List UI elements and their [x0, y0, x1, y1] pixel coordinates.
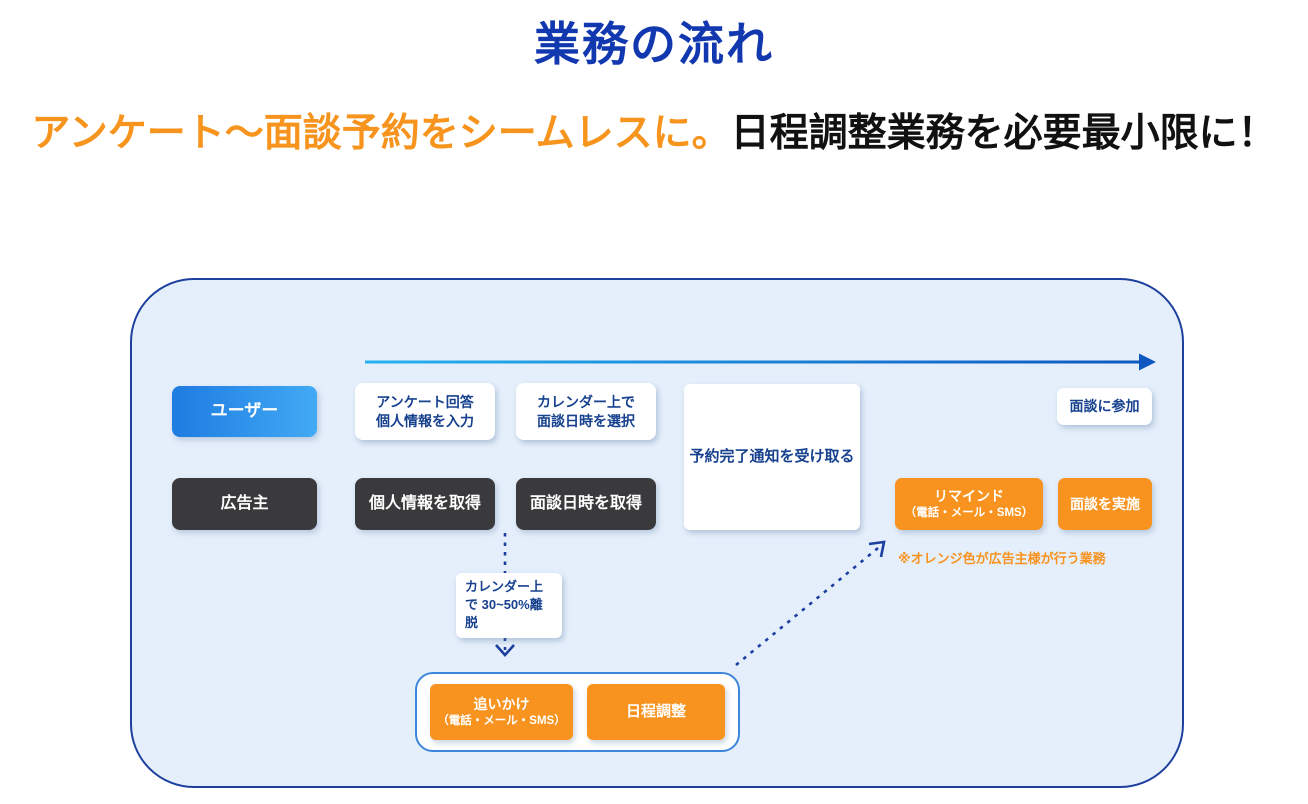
- step-remind: リマインド （電話・メール・SMS）: [895, 478, 1043, 530]
- lane-advertiser-label: 広告主: [220, 495, 269, 513]
- step-get-interview-time-label: 面談日時を取得: [529, 495, 642, 513]
- page-title: 業務の流れ: [534, 18, 774, 70]
- step-notification: 予約完了通知を受け取る: [684, 384, 860, 530]
- step-notification-label: 予約完了通知を受け取る: [689, 447, 855, 465]
- step-join-interview: 面談に参加: [1057, 388, 1152, 425]
- subtitle-highlight: アンケート〜面談予約をシームレスに。: [31, 112, 731, 155]
- step-calendar-line1: カレンダー上で: [537, 393, 635, 410]
- step-get-interview-time: 面談日時を取得: [516, 478, 656, 530]
- step-get-personal-info: 個人情報を取得: [355, 478, 495, 530]
- step-remind-line2: （電話・メール・SMS）: [904, 506, 1034, 519]
- dropoff-label-line1: カレンダー上で: [465, 579, 544, 613]
- step-survey: アンケート回答 個人情報を入力: [355, 383, 495, 440]
- lane-user: ユーザー: [172, 386, 317, 437]
- step-join-label: 面談に参加: [1069, 398, 1140, 415]
- step-conduct-interview: 面談を実施: [1058, 478, 1152, 530]
- step-get-personal-info-label: 個人情報を取得: [368, 495, 481, 513]
- step-schedule-adjust-label: 日程調整: [625, 702, 686, 720]
- step-conduct-interview-label: 面談を実施: [1070, 495, 1140, 512]
- lane-user-label: ユーザー: [210, 401, 279, 421]
- page-subtitle: アンケート〜面談予約をシームレスに。日程調整業務を必要最小限に！: [0, 102, 1308, 158]
- orange-legend-note: ※オレンジ色が広告主様が行う業務: [898, 551, 1106, 566]
- lane-advertiser: 広告主: [172, 478, 317, 530]
- step-survey-line1: アンケート回答: [376, 393, 474, 410]
- step-calendar-line2: 面談日時を選択: [537, 412, 635, 429]
- step-calendar-select: カレンダー上で 面談日時を選択: [516, 383, 656, 440]
- step-survey-line2: 個人情報を入力: [376, 412, 474, 429]
- dropoff-label: カレンダー上で 30~50%離脱: [456, 573, 562, 638]
- dropoff-label-line2: 30~50%離脱: [465, 597, 543, 631]
- step-remind-line1: リマインド: [934, 487, 1004, 504]
- subtitle-rest: 日程調整業務を必要最小限に！: [730, 112, 1277, 155]
- step-chase-line1: 追いかけ: [473, 695, 530, 712]
- step-chase-line2: （電話・メール・SMS）: [437, 714, 566, 727]
- step-schedule-adjust: 日程調整: [587, 684, 725, 740]
- step-chase: 追いかけ （電話・メール・SMS）: [430, 684, 573, 740]
